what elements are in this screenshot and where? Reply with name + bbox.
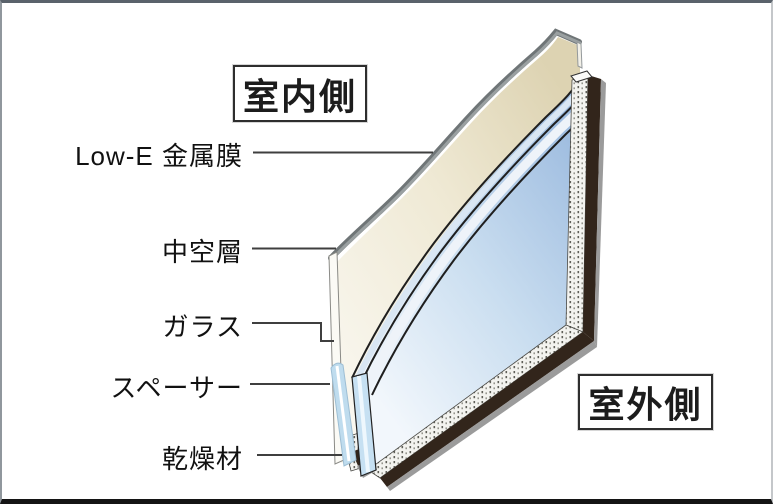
sealant-strip-right: [583, 75, 601, 341]
outdoor-side-box: 室外側: [578, 374, 713, 430]
label-desiccant: 乾燥材: [161, 444, 243, 474]
label-spacer: スペーサー: [110, 373, 243, 403]
label-air-layer: 中空層: [161, 237, 243, 267]
indoor-side-box: 室内側: [233, 65, 367, 122]
label-low-e-film: Low-E 金属膜: [75, 141, 243, 171]
sealant-strip-bottom: [380, 332, 594, 487]
outer-gray-strip-bottom: [387, 341, 597, 491]
outdoor-glass-left-edge-highlight: [357, 375, 370, 473]
indoor-glass-top-edge: [576, 41, 583, 69]
outdoor-glass-pane-face: [354, 74, 584, 471]
spacer-top-cap: [570, 70, 593, 83]
leader-line-glass: [252, 322, 334, 342]
indoor-glass-bottom-edge-highlight: [335, 365, 351, 462]
outer-gray-strip-right: [594, 79, 606, 347]
leader-lines: [250, 151, 433, 456]
label-glass: ガラス: [162, 312, 243, 342]
